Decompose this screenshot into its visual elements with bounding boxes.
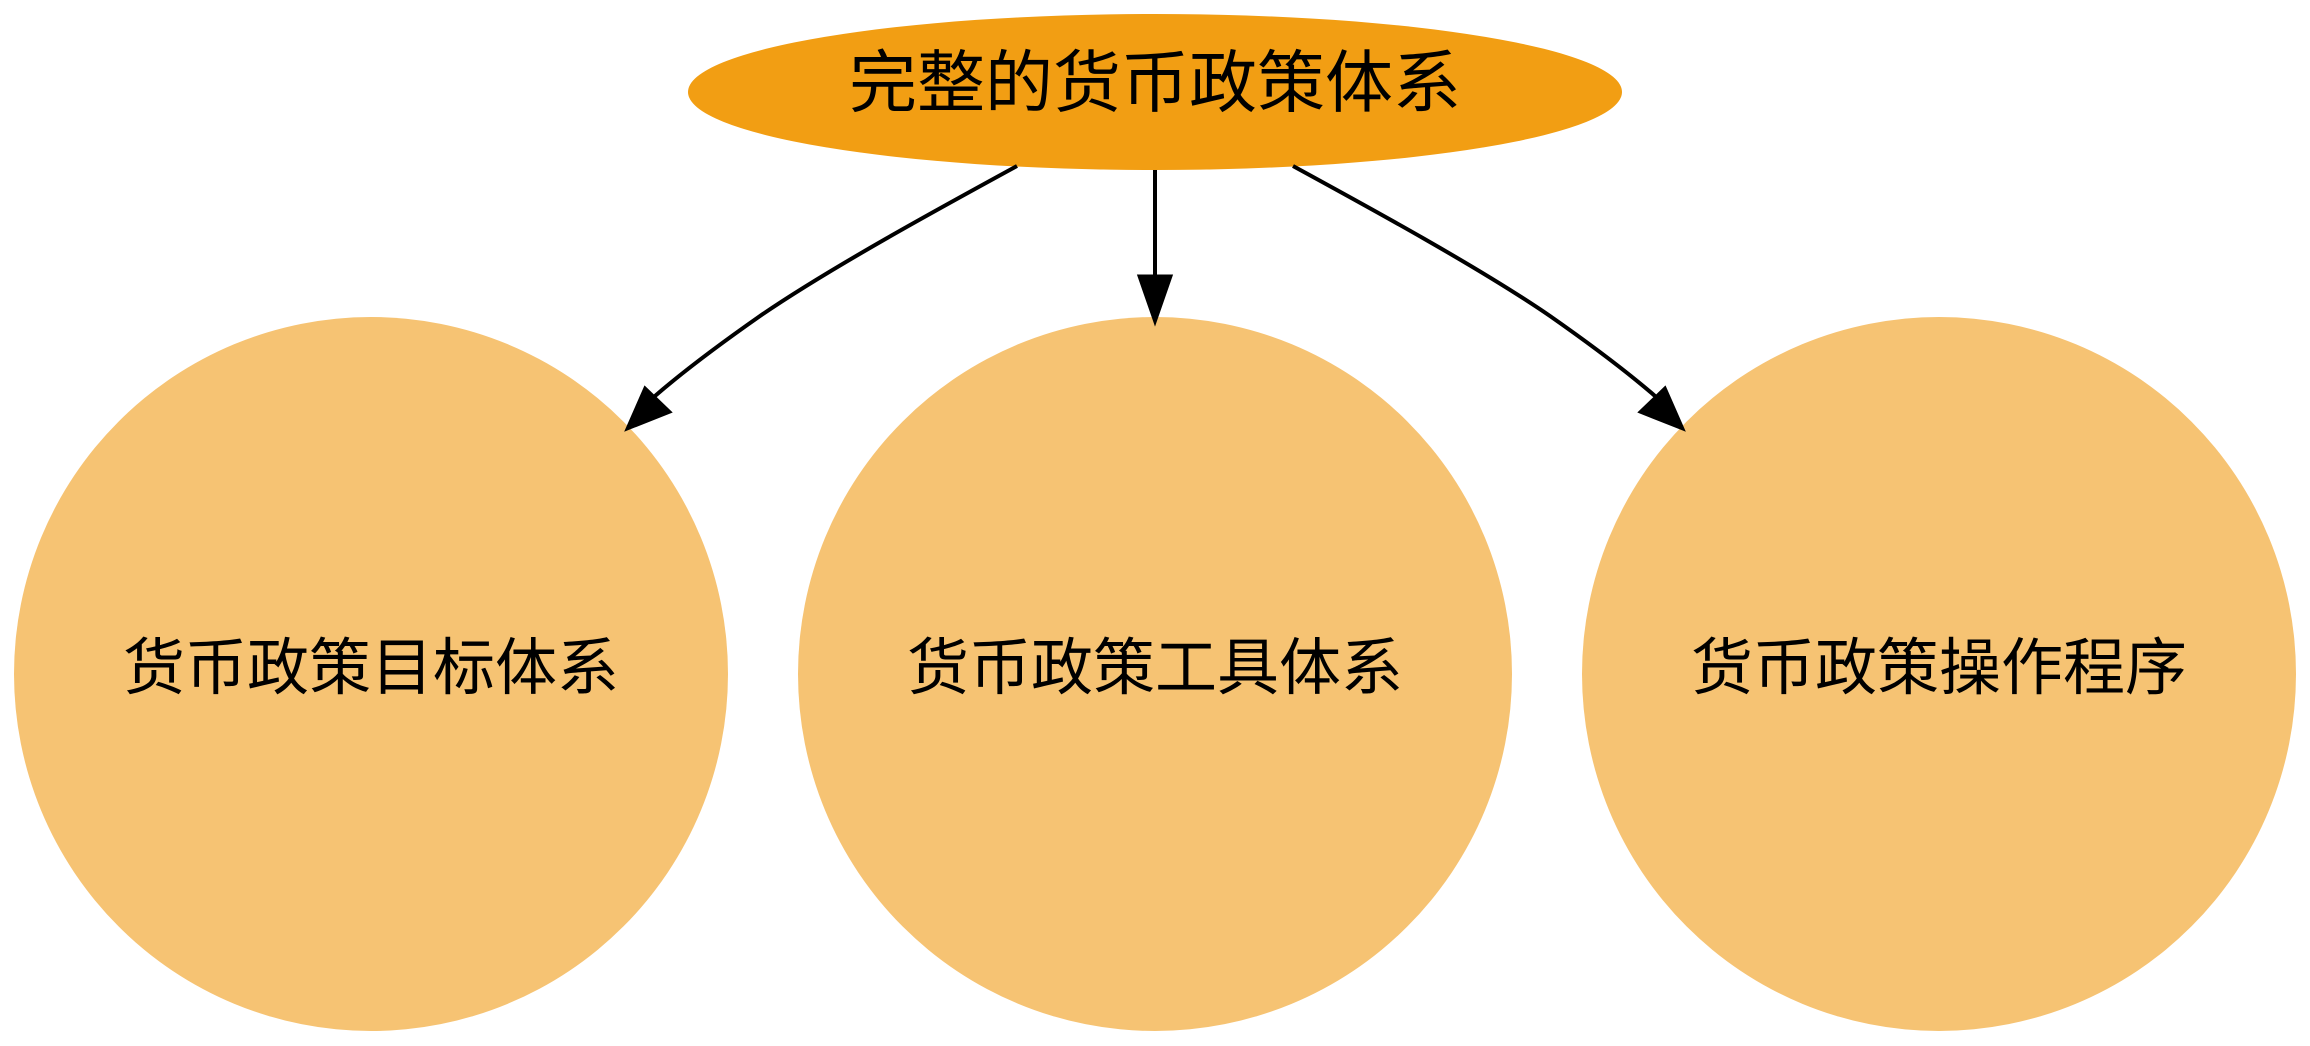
edge-line <box>653 164 1018 398</box>
child-node-goals-label: 货币政策目标体系 <box>123 631 619 704</box>
root-node: 完整的货币政策体系 <box>688 14 1622 170</box>
child-node-operations-label: 货币政策操作程序 <box>1691 631 2187 704</box>
edge-line <box>1292 164 1657 398</box>
child-node-operations-shape <box>1582 317 2296 1031</box>
child-node-tools-label: 货币政策工具体系 <box>907 631 1403 704</box>
child-node-tools-shape <box>798 317 1512 1031</box>
child-node-goals: 货币政策目标体系 <box>14 317 728 1031</box>
edge-root-to-goals <box>624 164 1018 432</box>
child-node-goals-shape <box>14 317 728 1031</box>
arrow-head <box>624 385 673 432</box>
root-node-label: 完整的货币政策体系 <box>849 45 1461 124</box>
child-node-tools: 货币政策工具体系 <box>798 317 1512 1031</box>
arrow-head <box>1637 385 1686 432</box>
edge-root-to-tools <box>1136 170 1174 327</box>
root-node-shape <box>688 14 1622 170</box>
edge-root-to-operations <box>1292 164 1686 432</box>
arrow-head <box>1136 274 1174 327</box>
child-node-operations: 货币政策操作程序 <box>1582 317 2296 1031</box>
